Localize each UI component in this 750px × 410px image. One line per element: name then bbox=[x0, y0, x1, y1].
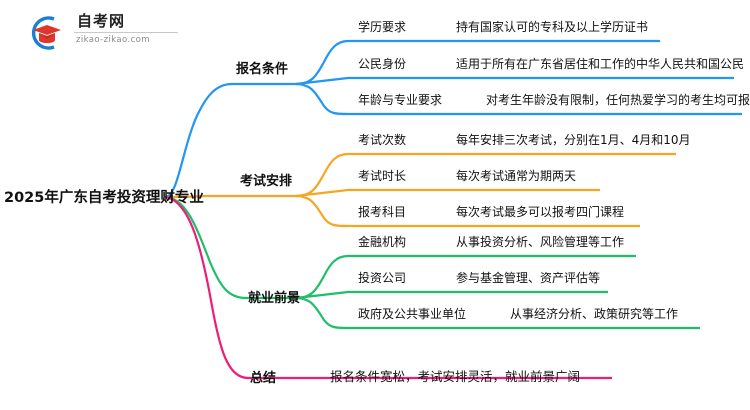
site-logo: 自考网 zikao-zikao.com bbox=[28, 12, 178, 54]
leaf-desc-3-3: 从事经济分析、政策研究等工作 bbox=[510, 307, 679, 321]
leaf-title-3-3: 政府及公共事业单位 bbox=[358, 307, 467, 321]
leaf-title-2-3: 报考科目 bbox=[358, 205, 407, 219]
leaf-title-1-3: 年龄与专业要求 bbox=[358, 93, 443, 107]
branch-label-3: 就业前景 bbox=[248, 291, 301, 306]
mindmap-root-label: 2025年广东自考投资理财专业 bbox=[4, 190, 204, 206]
leaf-desc-3-2: 参与基金管理、资产评估等 bbox=[456, 271, 601, 285]
leaf-title-1-1: 学历要求 bbox=[358, 20, 407, 34]
logo-wordmark: 自考网 zikao-zikao.com bbox=[74, 12, 178, 46]
connector-root-to-branch-3 bbox=[164, 195, 247, 300]
connector-branch-1-item-2 bbox=[295, 76, 734, 86]
connector-root-to-branch-1 bbox=[164, 82, 233, 199]
leaf-desc-2-3: 每次考试最多可以报考四门课程 bbox=[456, 205, 625, 219]
logo-name-en: zikao-zikao.com bbox=[76, 35, 150, 45]
leaf-desc-2-1: 每年安排三次考试，分别在1月、4月和10月 bbox=[456, 133, 691, 147]
logo-name-cn: 自考网 bbox=[77, 12, 126, 30]
logo-divider bbox=[74, 32, 178, 33]
branch-label-4: 总结 bbox=[250, 371, 277, 386]
leaf-desc-1-1: 持有国家认可的专科及以上学历证书 bbox=[456, 20, 649, 34]
leaf-desc-3-1: 从事投资分析、风险管理等工作 bbox=[456, 235, 625, 249]
leaf-desc-1-3: 对考生年龄没有限制，任何热爱学习的考生均可报名 bbox=[486, 93, 750, 107]
branch-label-2: 考试安排 bbox=[240, 174, 293, 189]
graduation-cap-logo-icon bbox=[28, 14, 68, 52]
leaf-title-3-2: 投资公司 bbox=[358, 271, 407, 285]
connector-branch-3-item-2 bbox=[295, 290, 608, 300]
leaf-title-1-2: 公民身份 bbox=[358, 57, 407, 71]
connector-root-to-branch-4 bbox=[164, 195, 249, 380]
leaf-title-2-1: 考试次数 bbox=[358, 133, 407, 147]
leaf-desc-2-2: 每次考试通常为期两天 bbox=[456, 169, 577, 183]
leaf-desc-4-1: 报名条件宽松，考试安排灵活，就业前景广阔 bbox=[330, 369, 581, 384]
leaf-desc-1-2: 适用于所有在广东省居住和工作的中华人民共和国公民 bbox=[456, 57, 745, 71]
branch-label-1: 报名条件 bbox=[236, 62, 289, 77]
leaf-title-2-2: 考试时长 bbox=[358, 169, 407, 183]
leaf-title-3-1: 金融机构 bbox=[358, 235, 407, 249]
connector-branch-2-item-2 bbox=[295, 188, 600, 198]
